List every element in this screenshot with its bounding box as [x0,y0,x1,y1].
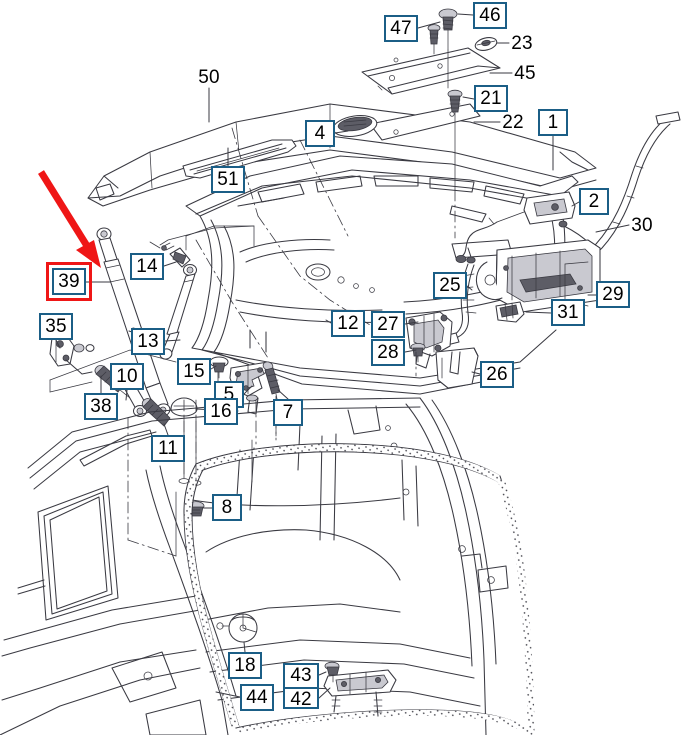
part-trim-45 [361,47,501,95]
callout-31[interactable]: 31 [551,299,585,326]
part-weatherstrip-44 [183,443,535,735]
callout-26[interactable]: 26 [480,361,514,388]
vent-slots [237,175,525,223]
callout-43[interactable]: 43 [290,665,312,686]
callout-51[interactable]: 51 [211,166,245,193]
part-nut-8 [187,501,205,517]
part-gas-strut-39 [96,227,171,417]
callout-7[interactable]: 7 [273,399,303,426]
part-fitting-14 [149,241,191,268]
callout-23[interactable]: 23 [511,32,533,54]
callout-39[interactable]: 39 [52,268,86,295]
part-lamp-42 [323,669,397,717]
part-handle-switch-2 [455,191,576,263]
callout-45[interactable]: 45 [514,62,536,84]
callout-21[interactable]: 21 [474,85,508,112]
part-clip-21 [447,89,463,113]
part-striker-31 [495,301,525,323]
callout-30[interactable]: 30 [631,214,653,236]
part-screw-46 [438,8,458,51]
callout-11[interactable]: 11 [151,435,185,462]
callout-2[interactable]: 2 [579,188,609,215]
red-highlight-arrow [38,170,101,268]
callout-1[interactable]: 1 [538,109,568,136]
callout-10[interactable]: 10 [110,363,144,390]
part-clip-47 [427,24,441,55]
callout-38[interactable]: 38 [84,393,118,420]
callout-12[interactable]: 12 [331,310,365,337]
callout-22[interactable]: 22 [502,111,524,133]
part-washer-23 [474,37,498,51]
callout-47[interactable]: 47 [384,15,418,42]
callout-44[interactable]: 44 [240,684,274,711]
callout-13[interactable]: 13 [131,328,165,355]
callout-18[interactable]: 18 [228,652,262,679]
part-bolt-11 [141,398,171,427]
callout-42[interactable]: 42 [285,687,317,711]
callout-29[interactable]: 29 [596,281,630,308]
callout-4[interactable]: 4 [305,120,335,147]
callout-50[interactable]: 50 [198,66,220,88]
callout-35[interactable]: 35 [39,313,73,340]
part-grommet-15 [209,356,229,379]
part-nut-43 [324,661,340,683]
part-gas-strut-13 [159,263,198,360]
callout-27[interactable]: 27 [371,311,405,338]
callout-14[interactable]: 14 [130,253,164,280]
callout-8[interactable]: 8 [212,494,242,521]
callout-46[interactable]: 46 [473,2,507,29]
part-clip-26 [435,347,479,389]
callout-15[interactable]: 15 [177,358,211,385]
callout-25[interactable]: 25 [433,272,467,299]
callout-16[interactable]: 16 [204,398,238,425]
callout-28[interactable]: 28 [371,339,405,366]
part-plug-18 [216,613,258,643]
